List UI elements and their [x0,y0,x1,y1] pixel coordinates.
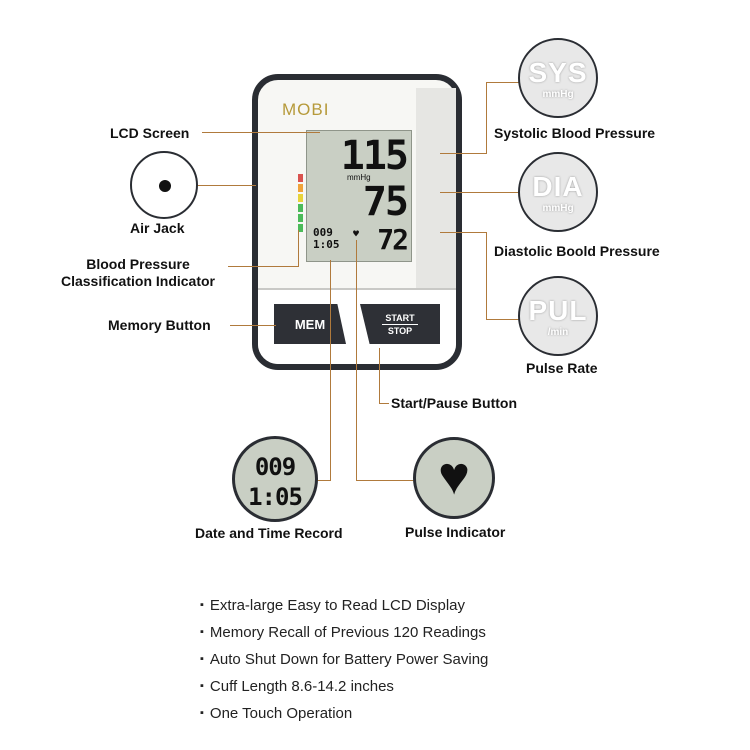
label-date-time: Date and Time Record [195,525,343,541]
start-stop-button[interactable]: START STOP [360,304,440,344]
label-diastolic: Diastolic Boold Pressure [494,243,660,259]
feature-list: ▪Extra-large Easy to Read LCD Display ▪M… [200,592,488,727]
leader-start-v [379,348,380,404]
stop-label: STOP [387,325,413,336]
air-jack-callout [130,151,198,219]
classification-bar-green [298,204,303,212]
pulse-indicator-callout: ♥ [413,437,495,519]
leader-bp-class-h [228,266,299,267]
leader-pulse-v [356,240,357,480]
mem-button[interactable]: MEM [274,304,346,344]
pulse-reading: 72 [377,223,409,256]
record-time: 1:05 [248,483,303,511]
unit-label: mmHg [347,173,371,182]
pul-callout-text: PUL [528,294,588,326]
date-time-callout: 009 1:05 [232,436,318,522]
leader-memory [230,325,276,326]
leader-pul-h [440,232,486,233]
lcd-screen: 115 mmHg 75 009 1:05 ♥ 72 [306,130,412,262]
classification-bar-red [298,174,303,182]
dia-callout-unit: mmHg [542,202,574,214]
label-bp-classification: Blood Pressure Classification Indicator [51,256,225,290]
leader-air-jack [196,185,256,186]
start-stop-divider [382,323,418,325]
sys-callout: SYS mmHg [518,38,598,118]
pul-callout-unit: /min [547,326,569,338]
sys-callout-unit: mmHg [542,88,574,100]
classification-bar-yellow [298,194,303,202]
memory-number: 009 [313,226,333,239]
leader-pulse-h [356,480,416,481]
classification-bar-green-3 [298,224,303,232]
label-memory-button: Memory Button [108,317,211,333]
leader-sys-top [486,82,520,83]
air-jack-hole-icon [159,180,171,192]
list-item: ▪Cuff Length 8.6-14.2 inches [200,678,394,695]
classification-bar-orange [298,184,303,192]
memory-time-readout: 009 1:05 [313,227,340,251]
record-number: 009 [254,453,296,481]
list-item: ▪Auto Shut Down for Battery Power Saving [200,651,489,668]
list-item: ▪One Touch Operation [200,705,353,722]
systolic-reading: 115 [340,133,409,179]
diastolic-reading: 75 [362,179,409,225]
dia-callout: DIA mmHg [518,152,598,232]
leader-lcd [202,132,320,133]
leader-dia [440,192,520,193]
heart-icon: ♥ [437,446,471,506]
pul-callout: PUL /min [518,276,598,356]
time-readout: 1:05 [313,238,340,251]
leader-bp-class-v [298,230,299,266]
label-pulse-indicator: Pulse Indicator [405,524,506,540]
start-label: START [385,312,415,323]
leader-sys-h [440,153,486,154]
leader-date-v [330,260,331,480]
heart-icon: ♥ [353,229,360,240]
classification-bar-green-2 [298,214,303,222]
label-systolic: Systolic Blood Pressure [494,125,656,141]
leader-start-h [379,403,389,404]
list-item: ▪Extra-large Easy to Read LCD Display [200,597,466,614]
label-lcd-screen: LCD Screen [110,125,190,141]
label-air-jack: Air Jack [130,220,185,236]
leader-pul-v [486,232,487,320]
leader-date-h [316,480,331,481]
sys-callout-text: SYS [528,56,588,88]
label-pulse-rate: Pulse Rate [526,360,598,376]
leader-sys-v [486,82,487,154]
leader-pul-bottom [486,319,520,320]
dia-callout-text: DIA [532,170,584,202]
blood-pressure-monitor: MOBI 115 mmHg 75 009 1:05 ♥ 72 MEM START… [252,74,462,370]
brand-logo: MOBI [282,100,330,119]
side-strip [416,88,456,288]
list-item: ▪Memory Recall of Previous 120 Readings [200,624,486,641]
label-start-pause: Start/Pause Button [391,395,518,411]
label-bp-class-line2: Classification Indicator [60,273,216,289]
label-bp-class-line1: Blood Pressure [86,256,190,272]
